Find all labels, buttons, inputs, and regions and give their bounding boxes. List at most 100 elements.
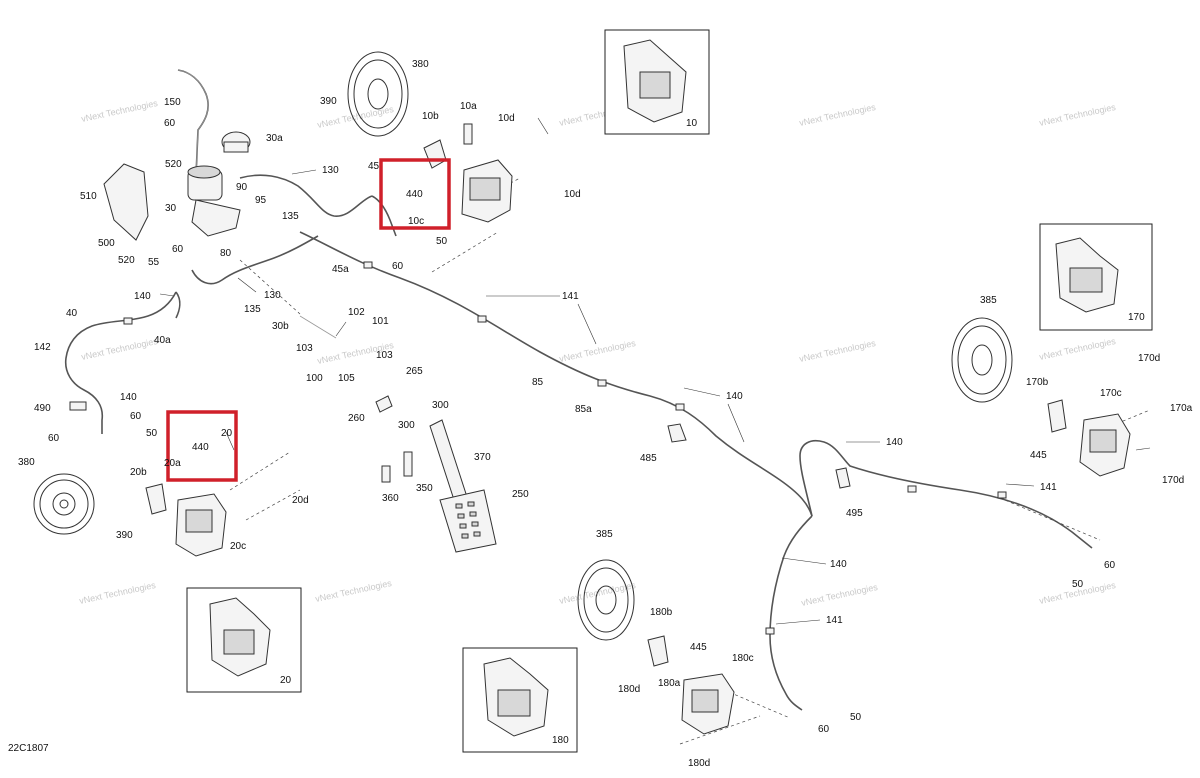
diagram-code: 22C1807 [8, 743, 49, 754]
callout-130: 130 [322, 165, 339, 176]
inset-10: 10 [604, 29, 710, 135]
caliper-front-left [145, 483, 227, 557]
callout-140: 140 [886, 437, 903, 448]
callout-20: 20 [221, 428, 233, 439]
caliper-front-right [423, 123, 513, 223]
callout-10d: 10d [564, 189, 581, 200]
callout-260: 260 [348, 413, 365, 424]
callout-140: 140 [134, 291, 151, 302]
watermark: vNext Technologies [798, 338, 877, 364]
callout-105: 105 [338, 373, 355, 384]
callout-390: 390 [116, 530, 133, 541]
callout-101: 101 [372, 316, 389, 327]
callout-141: 141 [1040, 482, 1057, 493]
callout-170c: 170c [1100, 388, 1122, 399]
brake-lines [64, 69, 1093, 711]
callout-485: 485 [640, 453, 657, 464]
callout-55: 55 [148, 257, 160, 268]
callout-50: 50 [146, 428, 158, 439]
callout-370: 370 [474, 452, 491, 463]
highlight-box-440-front-left [166, 410, 238, 482]
callout-180d: 180d [618, 684, 640, 695]
callout-60: 60 [164, 118, 176, 129]
callout-20c: 20c [230, 541, 246, 552]
callout-350: 350 [416, 483, 433, 494]
callout-100: 100 [306, 373, 323, 384]
callout-50: 50 [850, 712, 862, 723]
callout-180d: 180d [688, 758, 710, 769]
callout-85: 85 [532, 377, 544, 388]
callout-140: 140 [830, 559, 847, 570]
callout-445: 445 [690, 642, 707, 653]
callout-20-inset: 20 [280, 675, 292, 686]
callout-60: 60 [172, 244, 184, 255]
callout-440: 440 [192, 442, 209, 453]
callout-60: 60 [130, 411, 142, 422]
watermark: vNext Technologies [314, 578, 393, 604]
watermark: vNext Technologies [1038, 336, 1117, 362]
brake-disc-rear-right [951, 317, 1013, 403]
brake-disc-front-left [33, 473, 95, 535]
callout-170b: 170b [1026, 377, 1049, 388]
callout-440: 440 [406, 189, 423, 200]
callout-385: 385 [980, 295, 997, 306]
callout-103: 103 [376, 350, 393, 361]
callout-45a: 45a [332, 264, 349, 275]
callout-95: 95 [255, 195, 267, 206]
inset-170: 170 [1039, 223, 1153, 331]
callout-40: 40 [66, 308, 78, 319]
callout-385: 385 [596, 529, 613, 540]
caliper-rear-left [647, 635, 735, 735]
watermark: vNext Technologies [78, 580, 157, 606]
callout-180-inset: 180 [552, 735, 569, 746]
callout-265: 265 [406, 366, 423, 377]
callout-20b: 20b [130, 467, 147, 478]
callout-10d: 10d [498, 113, 515, 124]
callout-102: 102 [348, 307, 365, 318]
callout-520: 520 [118, 255, 135, 266]
watermark: vNext Technologies [798, 102, 877, 128]
watermark: vNext Technologies [80, 98, 159, 124]
caliper-rear-right [1047, 399, 1131, 477]
callout-20d: 20d [292, 495, 309, 506]
callout-300: 300 [432, 400, 449, 411]
callout-20a: 20a [164, 458, 181, 469]
leader-lines [159, 117, 1151, 625]
callout-170d: 170d [1162, 475, 1184, 486]
callout-445: 445 [1030, 450, 1047, 461]
callout-141: 141 [562, 291, 579, 302]
callout-30b: 30b [272, 321, 289, 332]
callout-50: 50 [436, 236, 448, 247]
callout-10c: 10c [408, 216, 424, 227]
callout-510: 510 [80, 191, 97, 202]
callout-360: 360 [382, 493, 399, 504]
callout-40a: 40a [154, 335, 171, 346]
watermark: vNext Technologies [1038, 102, 1117, 128]
callout-45: 45 [368, 161, 380, 172]
mounting-bracket [103, 163, 149, 241]
callout-135: 135 [282, 211, 299, 222]
callout-30: 30 [165, 203, 177, 214]
callout-130: 130 [264, 290, 281, 301]
callout-10a: 10a [460, 101, 477, 112]
highlight-box-440-front-right [379, 158, 451, 230]
callout-490: 490 [34, 403, 51, 414]
callout-103: 103 [296, 343, 313, 354]
callout-520: 520 [165, 159, 182, 170]
callout-10b: 10b [422, 111, 439, 122]
watermark: vNext Technologies [558, 338, 637, 364]
callout-135: 135 [244, 304, 261, 315]
brake-pedal [375, 395, 497, 553]
highlight-boxes [166, 158, 451, 482]
callout-labels: 150 60 30a 520 90 510 95 30 500 60 80 52… [18, 59, 1193, 769]
callout-140: 140 [726, 391, 743, 402]
watermark: vNext Technologies [80, 336, 159, 362]
callout-50: 50 [1072, 579, 1084, 590]
callout-30a: 30a [266, 133, 283, 144]
master-cylinder [187, 131, 251, 237]
callout-170d: 170d [1138, 353, 1160, 364]
callout-150: 150 [164, 97, 181, 108]
callout-180b: 180b [650, 607, 673, 618]
brake-disc-front-right [347, 51, 409, 137]
